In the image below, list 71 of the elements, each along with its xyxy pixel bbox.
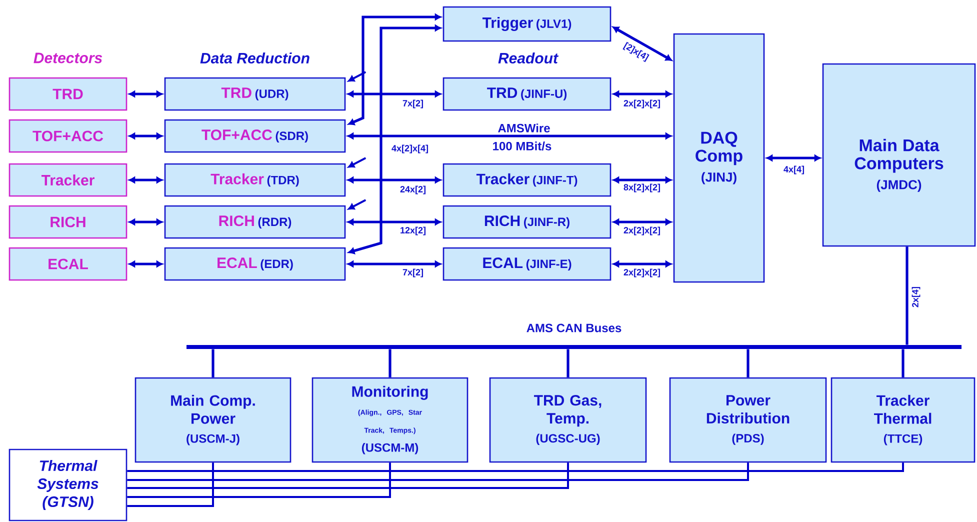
arrow	[612, 90, 672, 98]
connector-line	[127, 462, 749, 481]
connector-line	[127, 462, 569, 489]
arrow	[347, 176, 442, 184]
arrow	[128, 90, 163, 98]
connector-line	[906, 246, 908, 345]
process-box: RICH (JINF-R)	[442, 205, 612, 239]
arrow	[128, 260, 163, 268]
arrow	[612, 176, 672, 184]
edge-label: 2x[4]	[910, 286, 922, 308]
process-box: TRD (JINF-U)	[442, 77, 612, 111]
process-box: Tracker (JINF-T)	[442, 163, 612, 197]
column-heading: Detectors	[34, 52, 102, 64]
arrow	[348, 199, 366, 210]
process-box: RICH (RDR)	[164, 205, 346, 239]
edge-label: 2x[2]x[2]	[622, 226, 662, 236]
link-label: 100 MBit/s	[493, 142, 552, 150]
process-box: Tracker Thermal (TTCE)	[830, 377, 976, 463]
arrow	[766, 154, 821, 162]
arrow	[612, 26, 672, 61]
connector-line	[902, 349, 904, 378]
column-heading: Readout	[498, 52, 559, 64]
arrow	[348, 157, 366, 168]
process-box: TOF+ACC (SDR)	[164, 119, 346, 153]
arrow	[347, 132, 672, 140]
arrow	[128, 176, 163, 184]
edge-label: 2x[2]x[2]	[622, 268, 662, 278]
arrow	[348, 24, 442, 254]
column-heading: Data Reduction	[200, 52, 310, 64]
arrow	[128, 132, 163, 140]
connector-line	[746, 349, 750, 378]
detector-box: ECAL	[8, 247, 128, 281]
process-box: ECAL (EDR)	[164, 247, 346, 281]
process-box: Trigger (JLV1)	[442, 6, 612, 42]
arrow	[347, 90, 442, 98]
connector-line	[566, 349, 570, 378]
detector-box: RICH	[8, 205, 128, 239]
edge-label: 24x[2]	[399, 184, 428, 196]
arrow	[347, 218, 442, 226]
bus-label: AMS CAN Buses	[526, 324, 622, 332]
arrow	[612, 260, 672, 268]
arrow	[347, 260, 442, 268]
process-box: Tracker (TDR)	[164, 163, 346, 197]
arrow	[128, 218, 163, 226]
arrow	[348, 14, 442, 126]
arrow	[348, 71, 366, 82]
computer-box: DAQ Comp (JINJ)	[673, 33, 765, 283]
edge-label: 4x[2]x[4]	[390, 144, 430, 154]
edge-label: 8x[2]x[2]	[622, 182, 662, 194]
process-box: TRD Gas, Temp. (UGSC-UG)	[489, 377, 647, 463]
connector-line	[127, 462, 904, 472]
process-box: Thermal Systems (GTSN)	[8, 448, 128, 522]
detector-box: Tracker	[8, 163, 128, 197]
link-label: AMSWire	[498, 124, 550, 132]
detector-box: TRD	[8, 77, 128, 111]
detector-box: TOF+ACC	[8, 119, 128, 153]
process-box: Power Distribution (PDS)	[669, 377, 827, 463]
connector-line	[127, 462, 391, 498]
connector-line	[127, 462, 214, 507]
edge-label: 2x[2]x[2]	[622, 98, 662, 110]
connector-line	[212, 349, 214, 378]
process-box: TRD (UDR)	[164, 77, 346, 111]
edge-label: 7x[2]	[402, 268, 424, 278]
computer-box: Main Data Computers (JMDC)	[822, 63, 976, 247]
edge-label: 12x[2]	[399, 226, 428, 236]
edge-label: 4x[4]	[782, 164, 806, 176]
arrow	[612, 218, 672, 226]
process-box: Main Comp. Power (USCM-J)	[134, 377, 292, 463]
connector-line	[388, 349, 392, 378]
process-box: ECAL (JINF-E)	[442, 247, 612, 281]
edge-label: 7x[2]	[402, 98, 424, 110]
